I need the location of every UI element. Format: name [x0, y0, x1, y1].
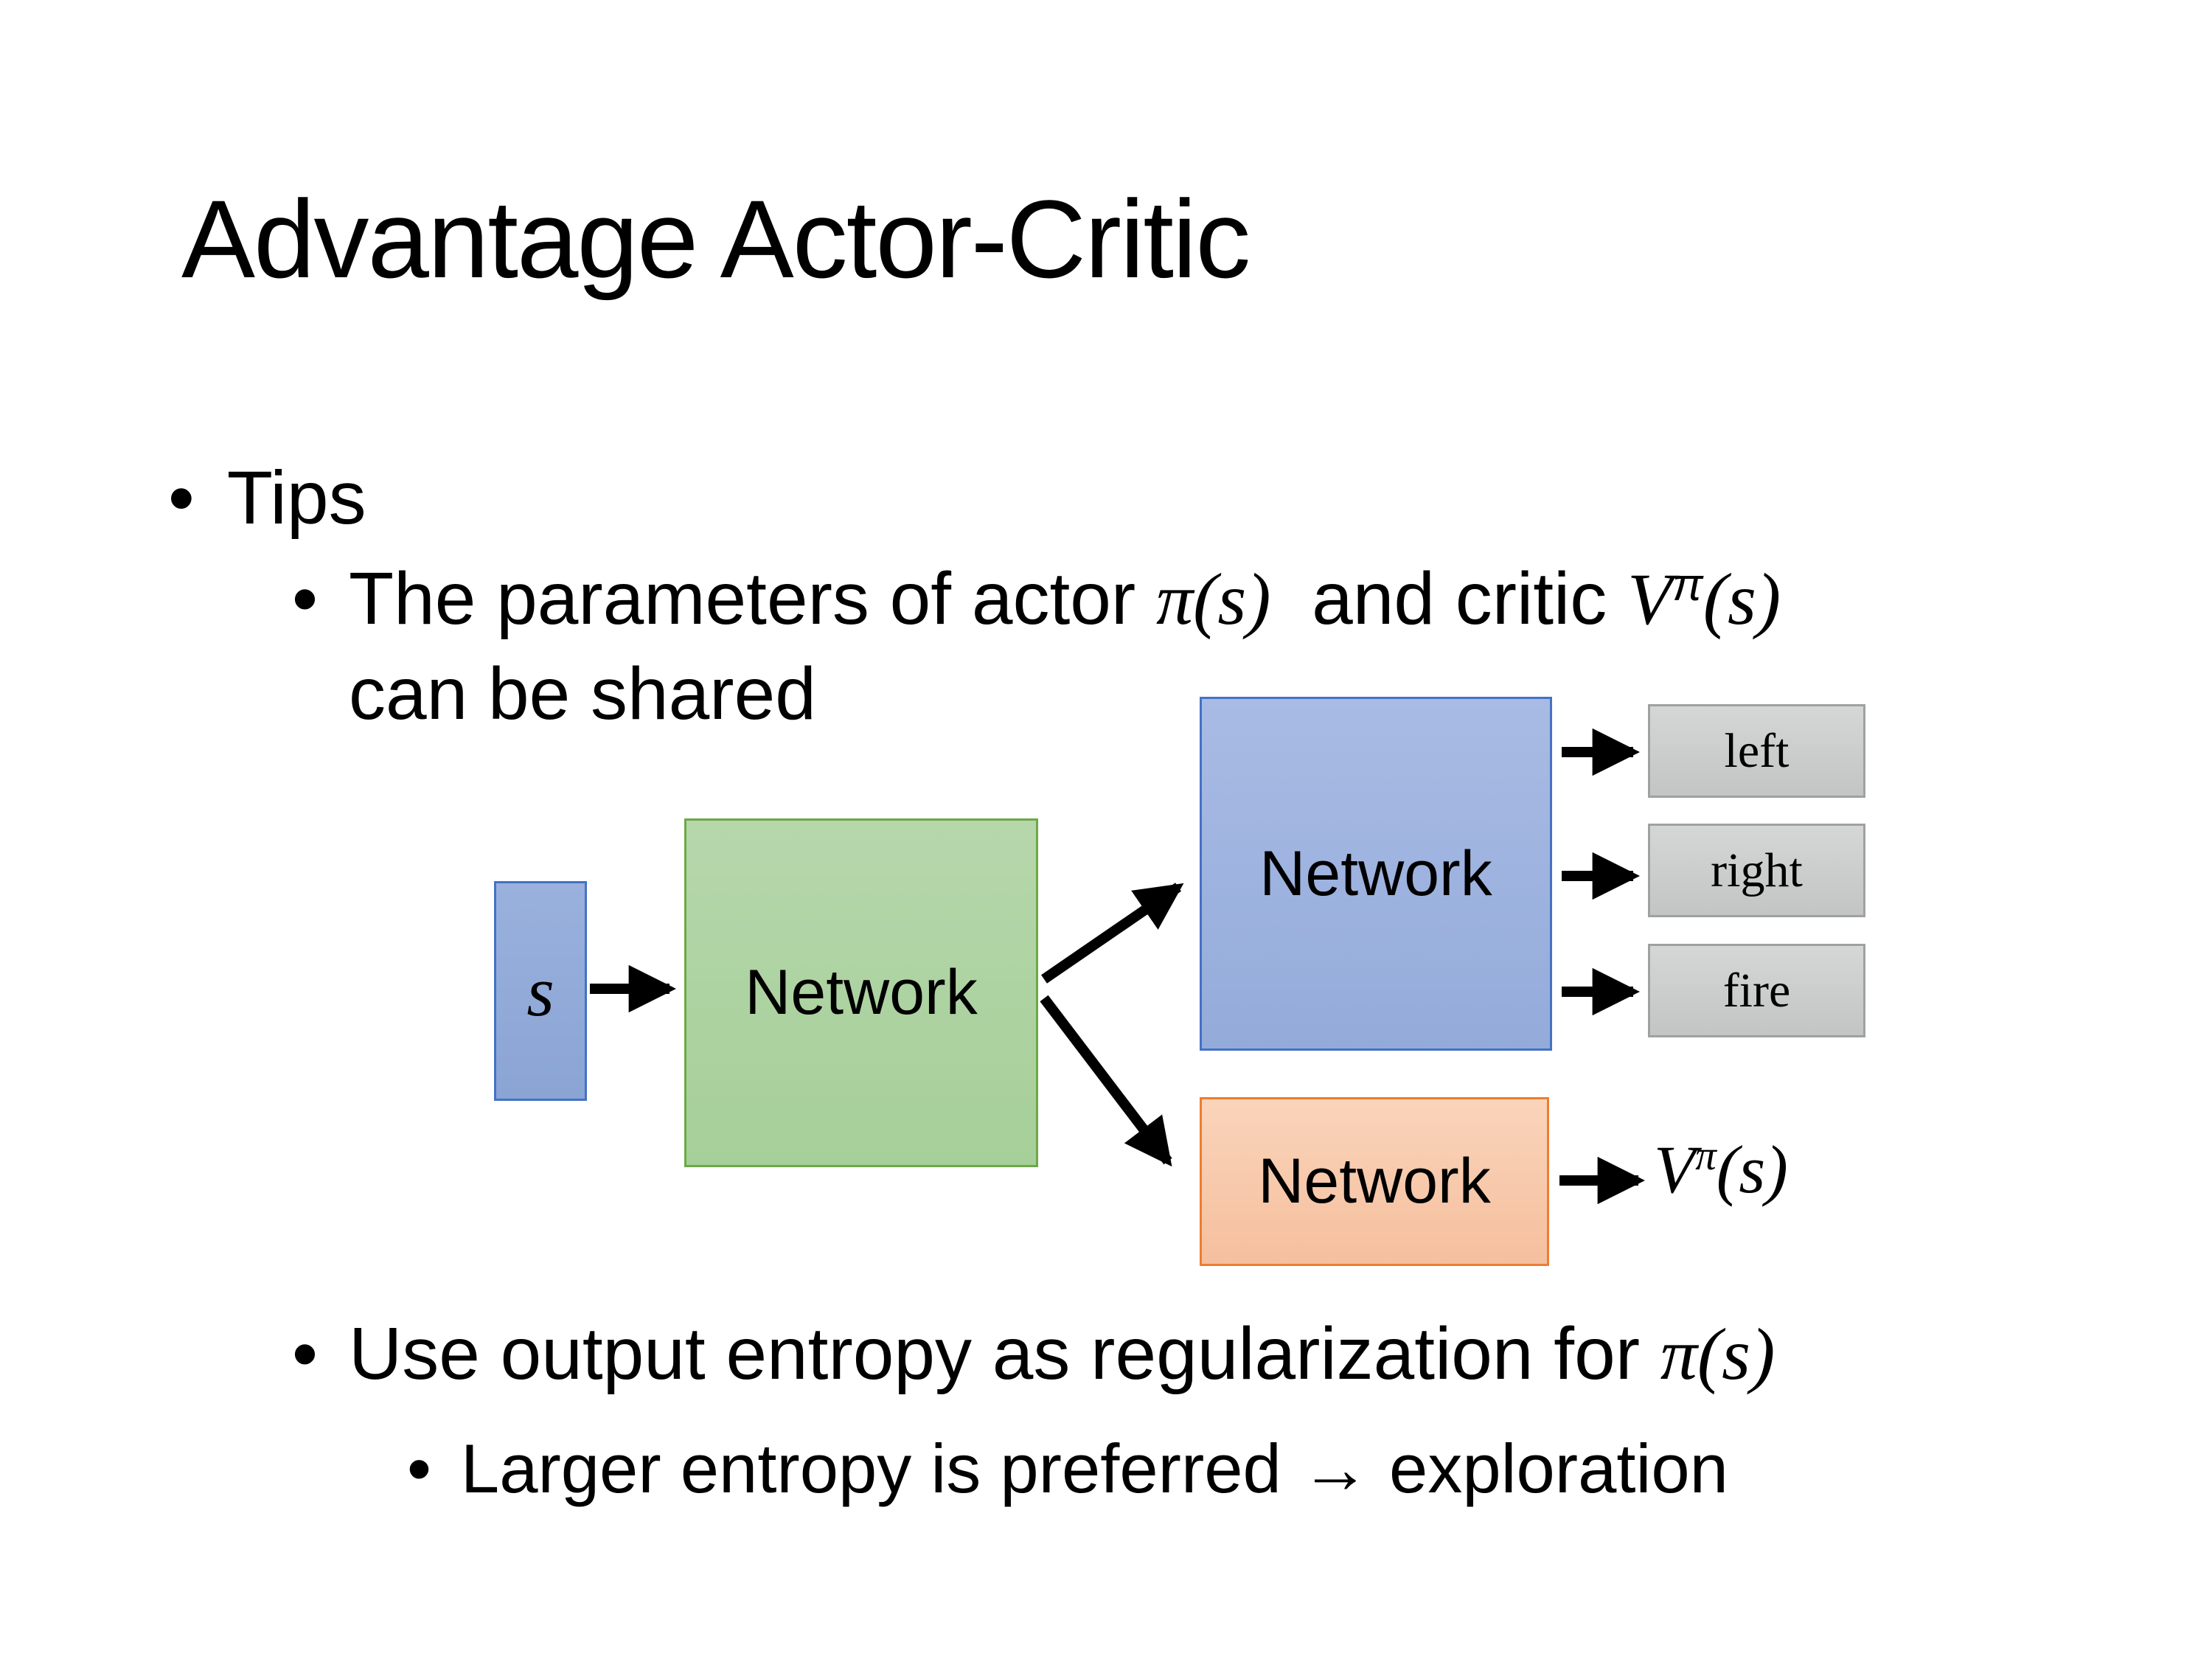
- action-fire-label: fire: [1722, 963, 1791, 1018]
- bullet-shared-params: • The parameters of actor π(s) and criti…: [292, 552, 1781, 741]
- value-base: V: [1654, 1132, 1696, 1207]
- math-v-base: V: [1627, 558, 1673, 640]
- bullet-dot: •: [407, 1430, 431, 1507]
- math-pi-s: π(s): [1660, 1313, 1775, 1395]
- critic-network-box: Network: [1200, 1097, 1549, 1266]
- actor-network-label: Network: [1259, 838, 1492, 909]
- math-v-tail: (s): [1703, 558, 1781, 640]
- shared-network-box: Network: [684, 818, 1038, 1167]
- bullet-entropy-regularization: • Use output entropy as regularization f…: [292, 1307, 1775, 1402]
- actor-network-box: Network: [1200, 697, 1552, 1051]
- text-pre: The parameters of actor: [349, 557, 1156, 640]
- state-label: s: [526, 951, 554, 1031]
- page-title: Advantage Actor-Critic: [181, 177, 1251, 301]
- bullet-larger-entropy: • Larger entropy is preferred → explorat…: [407, 1425, 1728, 1513]
- state-input-box: s: [494, 881, 587, 1101]
- arrow-shared-to-critic: [1040, 995, 1172, 1167]
- bullet-dot: •: [168, 456, 195, 540]
- bullet-larger-entropy-label: Larger entropy is preferred → exploratio…: [460, 1430, 1728, 1507]
- action-left-label: left: [1724, 723, 1790, 778]
- value-sup: π: [1695, 1132, 1717, 1179]
- bullet-dot: •: [292, 557, 319, 640]
- text-pre: Use output entropy as regularization for: [349, 1312, 1660, 1395]
- bullet-entropy-text: Use output entropy as regularization for…: [349, 1307, 1775, 1402]
- bullet-tips-label: Tips: [226, 456, 366, 540]
- value-output-label: Vπ(s): [1654, 1130, 1788, 1208]
- text-mid: and critic: [1270, 557, 1628, 640]
- action-box-right: right: [1648, 824, 1865, 917]
- arrow-shared-to-actor: [1041, 883, 1184, 984]
- math-v-sup: π: [1672, 559, 1703, 611]
- math-pi-s: π(s): [1155, 558, 1271, 640]
- shared-network-label: Network: [745, 957, 978, 1028]
- value-tail: (s): [1716, 1132, 1788, 1207]
- action-box-fire: fire: [1648, 944, 1865, 1037]
- critic-network-label: Network: [1258, 1146, 1491, 1217]
- bullet-tips: • Tips: [168, 451, 366, 546]
- action-box-left: left: [1648, 704, 1865, 798]
- action-right-label: right: [1711, 843, 1803, 897]
- bullet-dot: •: [292, 1312, 319, 1395]
- bullet-shared-params-text: The parameters of actor π(s) and critic …: [349, 552, 1781, 741]
- text-line2: can be shared: [349, 653, 816, 735]
